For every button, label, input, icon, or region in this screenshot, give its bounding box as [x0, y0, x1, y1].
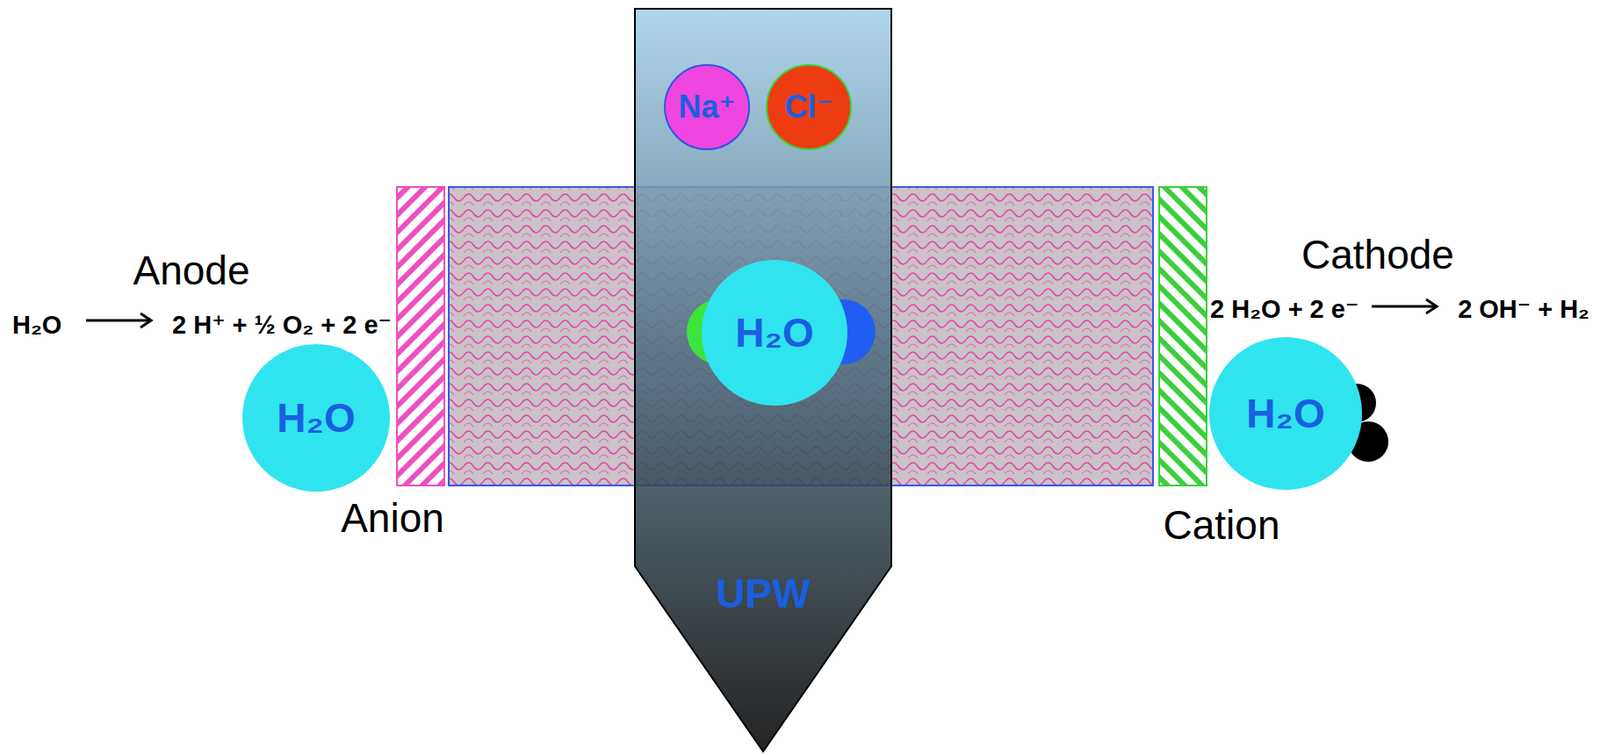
species-label: H₂O: [1246, 389, 1325, 438]
reactants: 2 H₂O + 2 e⁻: [1210, 294, 1359, 325]
electrode-name: Cathode: [1301, 230, 1455, 279]
reactant: H₂O: [12, 310, 62, 340]
species-label: H₂O: [735, 309, 814, 357]
species-label: Cl⁻: [784, 88, 833, 126]
water-molecule: H₂O: [1209, 337, 1363, 491]
sodium-ion: Na⁺: [663, 64, 750, 151]
electrode-name: Anode: [132, 246, 250, 295]
anion-membrane: [396, 187, 445, 486]
water-flow-arrow: UPW Na⁺ Cl⁻ H₂O: [634, 7, 893, 754]
stream-label: UPW: [715, 569, 810, 618]
membrane-name: Anion: [340, 494, 445, 542]
species-label: H₂O: [276, 394, 355, 442]
water-molecule: H₂O: [701, 259, 848, 406]
water-molecule: H₂O: [242, 344, 390, 492]
chloride-ion: Cl⁻: [765, 64, 852, 151]
cation-membrane: [1159, 187, 1207, 486]
products: 2 H⁺ + ½ O₂ + 2 e⁻: [172, 309, 392, 340]
membrane-name: Cation: [1163, 501, 1281, 549]
products: 2 OH⁻ + H₂: [1457, 294, 1590, 325]
species-label: Na⁺: [677, 88, 736, 126]
